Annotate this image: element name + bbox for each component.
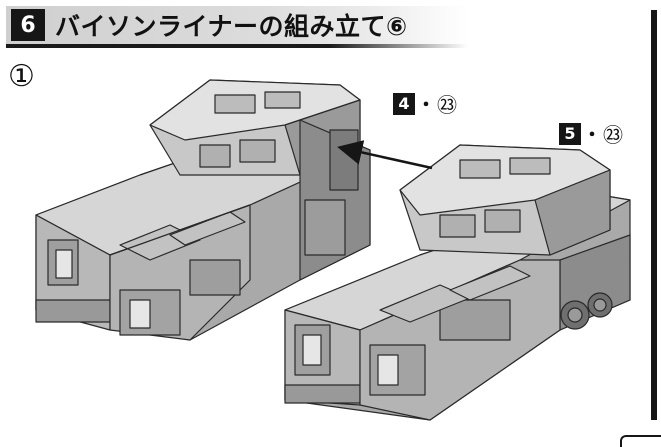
part-sub-number: ㉓ [437, 93, 457, 117]
part-sub-number: ㉓ [603, 123, 623, 147]
part-number-badge: 5 [559, 122, 581, 145]
page-title: バイソンライナーの組み立て⑥ [55, 12, 408, 41]
left-vehicle-module [35, 79, 371, 341]
page-corner-tab [620, 435, 661, 447]
step-number-badge: 6 [11, 9, 45, 41]
arrow-left-icon [337, 140, 433, 170]
part-label-right: 5 ・ ㉓ [559, 119, 623, 148]
part-separator: ・ [583, 124, 601, 146]
part-separator: ・ [417, 94, 435, 116]
part-label-left: 4 ・ ㉓ [393, 89, 457, 118]
part-number-badge: 4 [393, 92, 415, 115]
right-margin-rule [651, 10, 657, 420]
sub-step-marker: ① [8, 59, 35, 94]
title-banner: 6 バイソンライナーの組み立て⑥ [6, 6, 468, 48]
right-vehicle-module [284, 144, 631, 421]
